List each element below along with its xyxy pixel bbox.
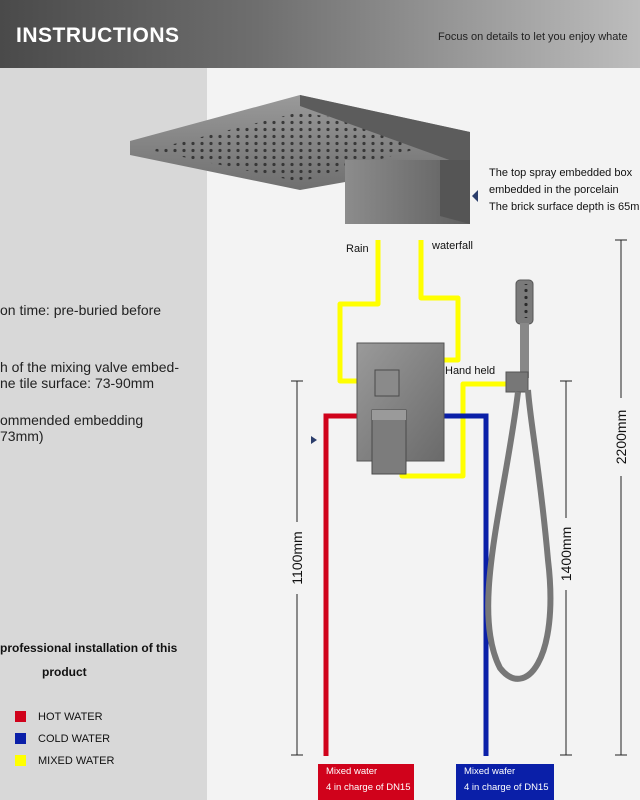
hand-shower-handle [520, 323, 529, 378]
hand-shower-nozzles [519, 284, 530, 318]
label-1100mm: 1100mm [289, 531, 305, 584]
waterfall-pipe [418, 240, 461, 363]
spray-note-3: The brick surface depth is 65m [489, 201, 640, 213]
mixer-handle [371, 409, 407, 475]
legend-hot-label: HOT WATER [38, 711, 103, 723]
mixer-handle-top [372, 410, 406, 420]
valve-pointer-icon [311, 436, 317, 444]
rain-pipe [337, 240, 381, 384]
cold-inlet-tag: Mixed wafer 4 in charge of DN15 [456, 764, 554, 800]
note-recommended-2: 73mm) [0, 428, 44, 444]
legend-mixed-label: MIXED WATER [38, 755, 115, 767]
cold-tag-line1: Mixed wafer [464, 766, 516, 777]
hot-inlet-tag: Mixed water 4 in charge of DN15 [318, 764, 414, 800]
label-waterfall: waterfall [431, 240, 473, 252]
shower-head-edge [300, 95, 470, 162]
note-professional-install-1: professional installation of this [0, 641, 178, 655]
hot-water-pipe [323, 413, 357, 756]
note-professional-install-2: product [42, 665, 87, 679]
note-valve-depth-2: ne tile surface: 73-90mm [0, 375, 155, 391]
hot-tag-line2: 4 in charge of DN15 [326, 782, 411, 793]
legend-hot-swatch [15, 711, 26, 722]
legend-cold-label: COLD WATER [38, 733, 111, 745]
label-1400mm: 1400mm [558, 527, 574, 581]
legend-mixed-swatch [15, 755, 26, 766]
mixing-valve [356, 342, 445, 475]
hot-tag-line1: Mixed water [326, 766, 378, 777]
spray-note-1: The top spray embedded box [489, 167, 633, 179]
left-info-panel [0, 68, 207, 800]
hand-shower-holder [505, 371, 529, 393]
page-title: INSTRUCTIONS [16, 24, 180, 47]
cold-water-pipe [444, 413, 489, 756]
header-tagline: Focus on details to let you enjoy whate [438, 31, 628, 43]
embedded-box-side [440, 160, 470, 224]
note-installation-time: on time: pre-buried before [0, 302, 162, 318]
header-banner: INSTRUCTIONS Focus on details to let you… [0, 0, 640, 68]
label-2200mm: 2200mm [613, 410, 629, 464]
rain-shower-head [130, 95, 470, 224]
hand-shower-hose [485, 389, 554, 682]
cold-tag-line2: 4 in charge of DN15 [464, 782, 549, 793]
legend-cold-swatch [15, 733, 26, 744]
hand-shower [485, 279, 554, 682]
label-rain: Rain [346, 243, 369, 255]
note-valve-depth-1: h of the mixing valve embed- [0, 359, 179, 375]
diverter-knob [374, 369, 400, 397]
spray-pointer-icon [472, 190, 478, 202]
label-hand-held: Hand held [445, 365, 495, 377]
note-recommended-1: ommended embedding [0, 412, 144, 428]
spray-note-2: embedded in the porcelain [489, 184, 619, 196]
